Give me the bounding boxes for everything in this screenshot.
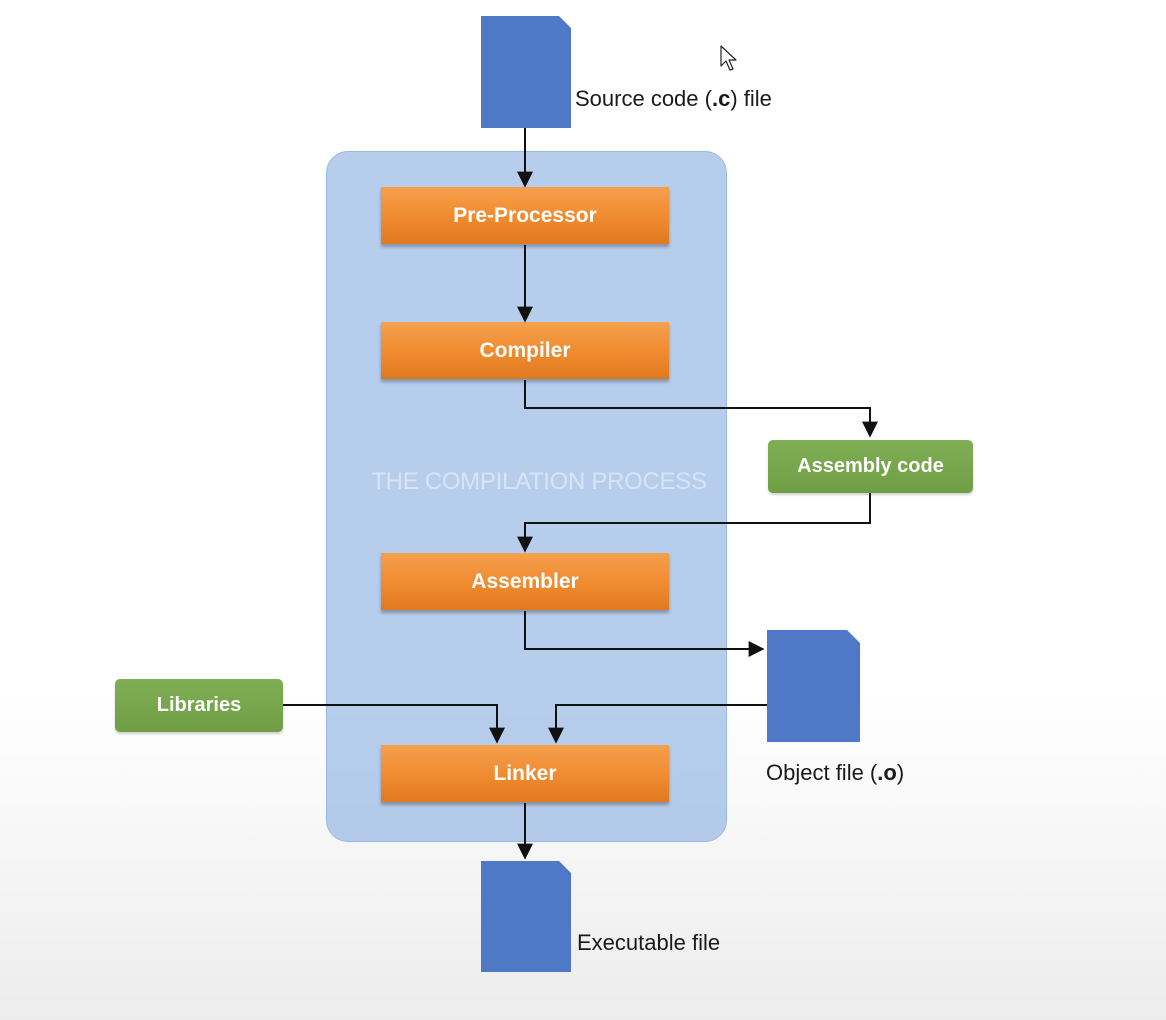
arrow-assembler-to-object xyxy=(524,611,765,657)
arrow-libraries-to-linker xyxy=(283,704,505,744)
process-label: THE COMPILATION PROCESS xyxy=(371,468,707,495)
object-file-label: Object file (.o) xyxy=(766,760,905,785)
preprocessor-box: Pre-Processor xyxy=(381,187,669,244)
compiler-box: Compiler xyxy=(381,322,669,379)
assembly-code-box: Assembly code xyxy=(768,440,973,493)
arrow-assembly-to-assembler xyxy=(517,493,871,553)
source-file-label: Source code (.c) file xyxy=(575,86,772,111)
mouse-cursor-icon xyxy=(720,45,737,71)
arrow-object-to-linker xyxy=(548,704,767,744)
object-file-icon xyxy=(767,630,860,742)
arrow-compiler-to-assembly xyxy=(524,380,878,438)
compilation-process-box xyxy=(326,151,727,842)
linker-box: Linker xyxy=(381,745,669,802)
source-file-icon xyxy=(481,16,571,128)
assembler-box: Assembler xyxy=(381,553,669,610)
libraries-box: Libraries xyxy=(115,679,283,732)
executable-file-icon xyxy=(481,861,571,972)
executable-file-label: Executable file xyxy=(577,930,721,955)
